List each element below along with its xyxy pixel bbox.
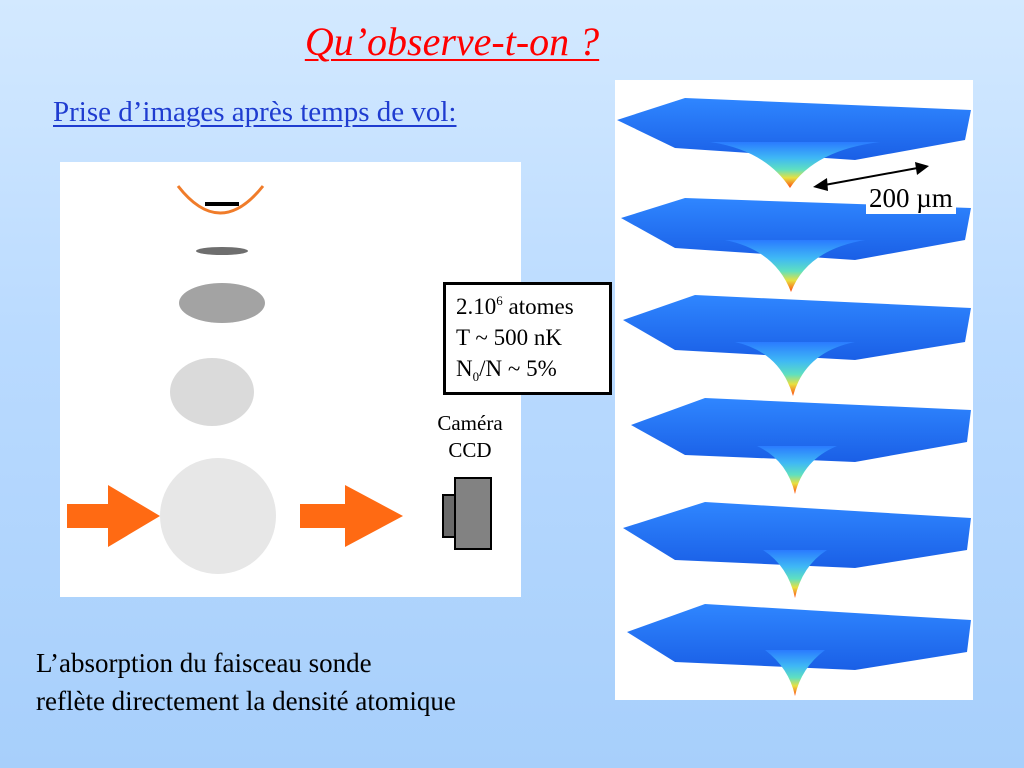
probe-beam-arrow-left xyxy=(67,485,160,547)
scale-label: 200 µm xyxy=(866,183,956,214)
trap-bar xyxy=(205,202,239,206)
density-profile-3 xyxy=(623,295,971,396)
density-profile-5 xyxy=(623,502,971,598)
atom-cloud-4 xyxy=(160,458,276,574)
diagram-drawing xyxy=(67,185,492,574)
atom-number-exponent: 6 xyxy=(496,293,503,308)
camera-label-line1: Caméra xyxy=(437,411,503,435)
conclusion-line1: L’absorption du faisceau sonde xyxy=(36,648,372,678)
density-profile-stack xyxy=(615,80,973,700)
atom-parameters-box: 2.106 atomes T ~ 500 nK N0/N ~ 5% xyxy=(443,282,612,395)
camera-label-line2: CCD xyxy=(448,438,492,462)
atom-number-unit: atomes xyxy=(502,294,574,319)
density-profile-1 xyxy=(617,98,971,188)
conclusion-text: L’absorption du faisceau sonde reflète d… xyxy=(36,644,456,720)
temperature: T ~ 500 nK xyxy=(456,325,562,350)
density-profile-6 xyxy=(627,604,971,696)
atom-cloud-1 xyxy=(196,247,248,255)
fraction-subscript: 0 xyxy=(472,369,480,384)
ccd-camera-body xyxy=(454,477,492,550)
atom-number-base: 2.10 xyxy=(456,294,497,319)
condensed-fraction: N0/N ~ 5% xyxy=(456,353,609,384)
slide-title: Qu’observe-t-on ? xyxy=(304,19,600,64)
probe-beam-arrow-right xyxy=(300,485,403,547)
atom-cloud-3 xyxy=(170,358,254,426)
fraction-base: N xyxy=(456,356,473,381)
camera-label: Caméra CCD xyxy=(420,410,520,464)
density-profile-4 xyxy=(631,398,971,494)
atom-cloud-2 xyxy=(179,283,265,323)
conclusion-line2: reflète directement la densité atomique xyxy=(36,686,456,716)
atom-number: 2.106 atomes xyxy=(456,291,609,322)
scale-double-arrow xyxy=(813,162,929,191)
slide-subtitle: Prise d’images après temps de vol: xyxy=(53,96,457,128)
trap-arc xyxy=(176,185,265,215)
fraction-rest: /N ~ 5% xyxy=(479,356,557,381)
